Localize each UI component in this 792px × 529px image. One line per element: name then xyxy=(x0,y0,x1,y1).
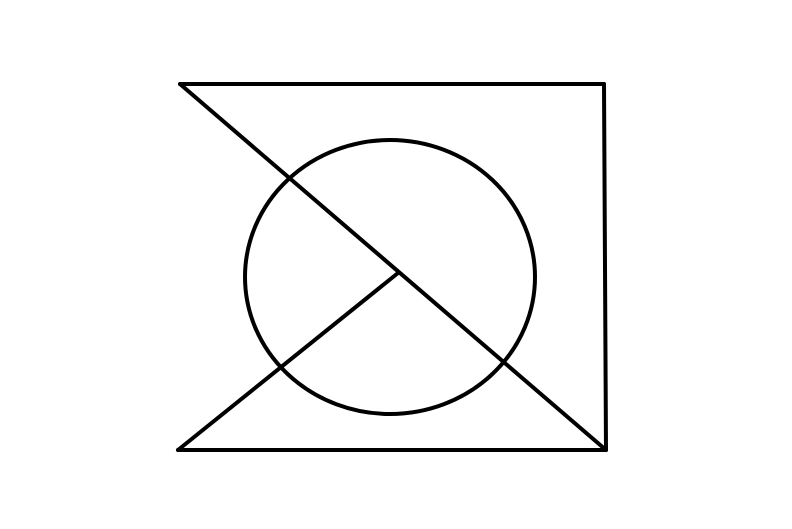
drawing-strokes xyxy=(176,82,608,452)
right-edge-line xyxy=(602,82,608,452)
lower-left-slant-line xyxy=(176,271,400,452)
diagonal-line xyxy=(178,82,608,452)
circle xyxy=(243,138,537,416)
